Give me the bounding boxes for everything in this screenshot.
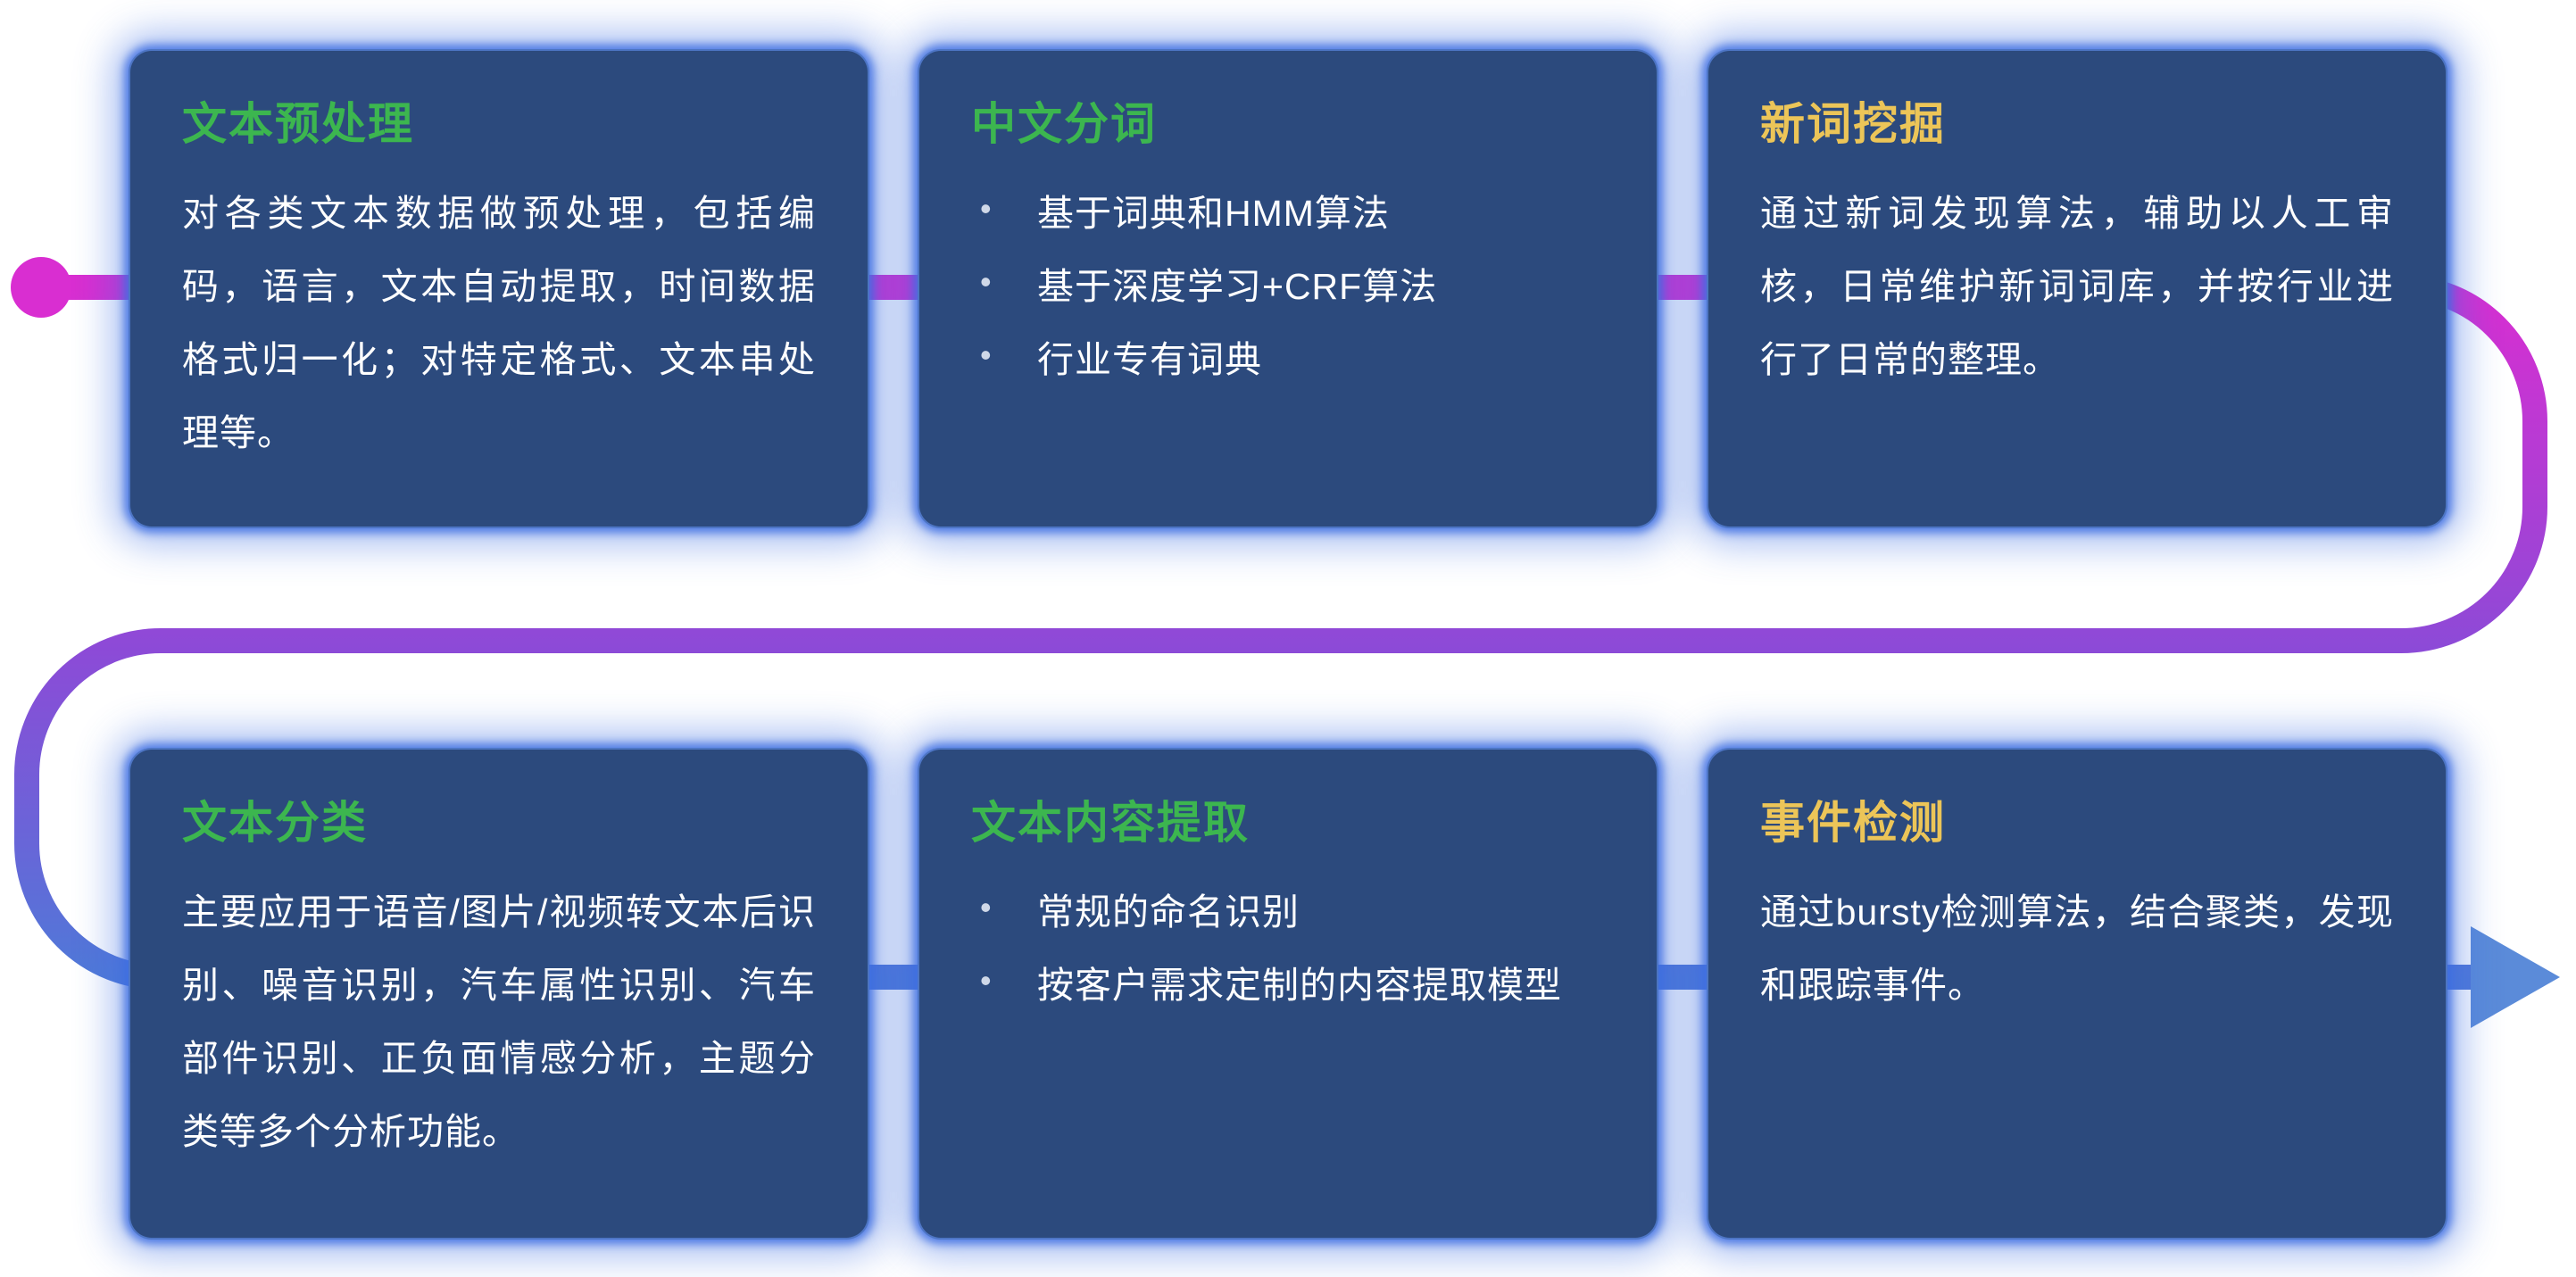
list-item-text: 基于深度学习+CRF算法 <box>1037 266 1438 307</box>
bullet-icon <box>971 177 1037 241</box>
list-item: 行业专有词典 <box>971 323 1605 396</box>
card-text-content-extraction: 文本内容提取 常规的命名识别 按客户需求定制的内容提取模型 <box>918 748 1658 1240</box>
card-description: 通过bursty检测算法，结合聚类，发现和跟踪事件。 <box>1760 891 2394 1006</box>
list-item-text: 常规的命名识别 <box>1037 891 1300 933</box>
bullet-list: 基于词典和HMM算法 基于深度学习+CRF算法 行业专有词典 <box>971 177 1605 396</box>
list-item-text: 按客户需求定制的内容提取模型 <box>1037 965 1562 1006</box>
card-title: 中文分词 <box>971 99 1157 149</box>
list-item-text: 基于词典和HMM算法 <box>1037 193 1390 234</box>
card-title: 文本内容提取 <box>971 798 1250 848</box>
list-item-text: 行业专有词典 <box>1037 339 1262 380</box>
card-description: 通过新词发现算法，辅助以人工审核，日常维护新词词库，并按行业进行了日常的整理。 <box>1760 193 2394 380</box>
card-chinese-word-segmentation: 中文分词 基于词典和HMM算法 基于深度学习+CRF算法 行业专有词典 <box>918 49 1658 528</box>
bullet-icon <box>971 949 1037 1013</box>
list-item: 基于词典和HMM算法 <box>971 177 1605 250</box>
card-title: 文本分类 <box>182 798 368 848</box>
card-text-classification: 文本分类 主要应用于语音/图片/视频转文本后识别、噪音识别，汽车属性识别、汽车部… <box>129 748 869 1240</box>
card-description: 对各类文本数据做预处理，包括编码，语言，文本自动提取，时间数据格式归一化；对特定… <box>182 193 816 453</box>
bullet-icon <box>971 875 1037 940</box>
list-item: 基于深度学习+CRF算法 <box>971 250 1605 323</box>
bullet-icon <box>971 250 1037 314</box>
bullet-list: 常规的命名识别 按客户需求定制的内容提取模型 <box>971 875 1605 1022</box>
card-title: 文本预处理 <box>182 99 414 149</box>
bullet-icon <box>971 323 1037 387</box>
card-description: 主要应用于语音/图片/视频转文本后识别、噪音识别，汽车属性识别、汽车部件识别、正… <box>182 891 816 1152</box>
card-event-detection: 事件检测 通过bursty检测算法，结合聚类，发现和跟踪事件。 <box>1707 748 2447 1240</box>
card-title: 事件检测 <box>1760 798 1946 848</box>
card-text-preprocessing: 文本预处理 对各类文本数据做预处理，包括编码，语言，文本自动提取，时间数据格式归… <box>129 49 869 528</box>
list-item: 按客户需求定制的内容提取模型 <box>971 949 1605 1022</box>
flow-start-dot <box>11 257 71 318</box>
flow-arrow-icon <box>2471 926 2560 1028</box>
list-item: 常规的命名识别 <box>971 875 1605 949</box>
card-new-word-mining: 新词挖掘 通过新词发现算法，辅助以人工审核，日常维护新词词库，并按行业进行了日常… <box>1707 49 2447 528</box>
card-title: 新词挖掘 <box>1760 99 1946 149</box>
flow-path <box>13 275 2547 990</box>
